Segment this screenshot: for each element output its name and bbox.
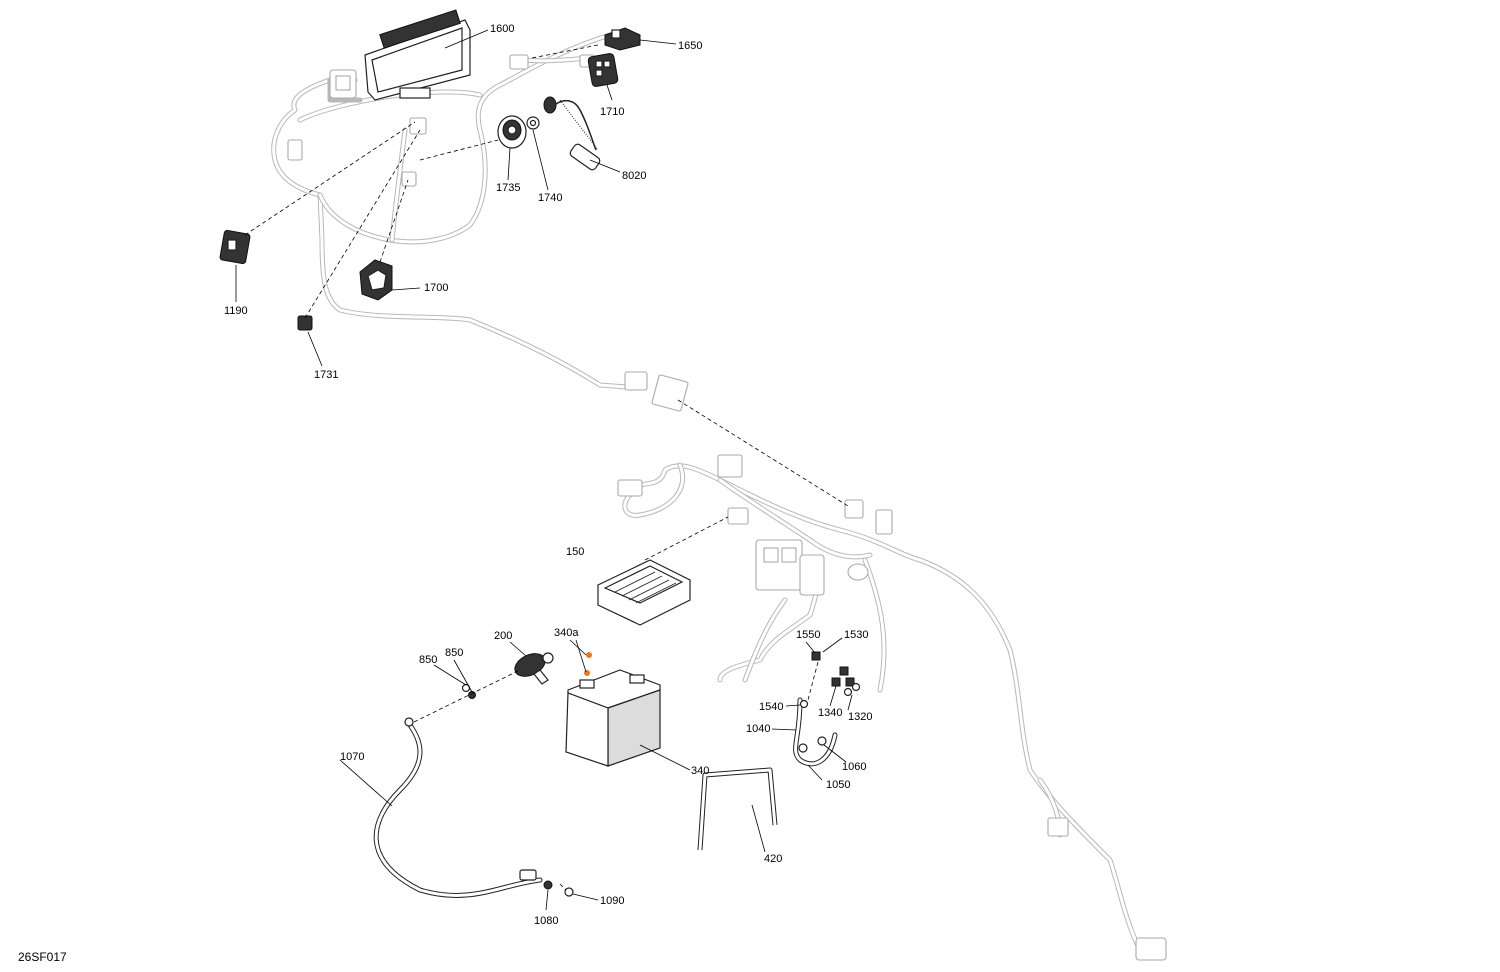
label-200: 200: [494, 630, 512, 642]
label-850-right: 850: [445, 647, 463, 659]
label-1735: 1735: [496, 182, 520, 194]
label-850-left: 850: [419, 654, 437, 666]
label-1070: 1070: [340, 751, 364, 763]
label-1650: 1650: [678, 40, 702, 52]
label-340: 340: [691, 765, 709, 777]
part-1700-switch[interactable]: [359, 259, 393, 301]
harness-connectors-upper: [287, 54, 689, 412]
part-420-battery-strap[interactable]: [697, 767, 778, 851]
label-1540: 1540: [759, 701, 783, 713]
label-1050: 1050: [826, 779, 850, 791]
label-1731: 1731: [314, 369, 338, 381]
part-1600-gauge-cluster[interactable]: [364, 9, 471, 101]
part-1735-dess-post[interactable]: [497, 115, 527, 149]
part-1530-bolt[interactable]: [839, 666, 849, 676]
part-1320-nuts[interactable]: [843, 682, 861, 697]
label-1320: 1320: [848, 711, 872, 723]
dashed-assembly-lines: [244, 44, 849, 891]
part-1710-switch[interactable]: [587, 53, 619, 87]
label-1740: 1740: [538, 192, 562, 204]
upper-wiring-harness: [271, 32, 643, 391]
part-1550-bolt[interactable]: [811, 651, 821, 661]
label-8020: 8020: [622, 170, 646, 182]
label-1530: 1530: [844, 629, 868, 641]
part-850-nuts[interactable]: [461, 683, 476, 699]
leader-lines: [235, 29, 853, 911]
callout-labels: 1600 1650 1710 1735 1740 8020 1190 1700 …: [18, 23, 872, 964]
part-1740-nut[interactable]: [526, 116, 540, 130]
label-1080: 1080: [534, 915, 558, 927]
part-1650-connector[interactable]: [604, 27, 641, 51]
label-1550: 1550: [796, 629, 820, 641]
label-1060: 1060: [842, 761, 866, 773]
label-1600: 1600: [490, 23, 514, 35]
label-1340: 1340: [818, 707, 842, 719]
part-1070-cable[interactable]: [373, 717, 543, 898]
part-200-solenoid[interactable]: [511, 649, 554, 685]
label-420: 420: [764, 853, 782, 865]
label-1190: 1190: [224, 305, 248, 317]
part-1540-washer[interactable]: [799, 699, 809, 709]
label-1700: 1700: [424, 282, 448, 294]
part-1090-washer[interactable]: [564, 887, 574, 897]
part-1050-ground-cable[interactable]: [793, 697, 838, 767]
label-340a: 340a: [554, 627, 579, 639]
label-150: 150: [566, 546, 584, 558]
label-1710: 1710: [600, 106, 624, 118]
part-340a-bolts[interactable]: [584, 652, 592, 676]
part-1731-plug[interactable]: [297, 315, 313, 331]
part-1080-nut[interactable]: [543, 880, 553, 890]
diagram-reference-code: 26SF017: [18, 950, 67, 964]
part-8020-tether-cord[interactable]: [543, 96, 601, 171]
part-1190-connector[interactable]: [219, 229, 251, 265]
lower-wiring-harness: [617, 462, 1143, 953]
harness-connectors-lower: [617, 454, 1167, 961]
label-1090: 1090: [600, 895, 624, 907]
part-150-voltage-regulator[interactable]: [597, 559, 691, 626]
part-1340-fasteners[interactable]: [831, 677, 855, 687]
part-340-battery[interactable]: [565, 669, 661, 767]
part-1060-washer[interactable]: [817, 736, 827, 746]
label-1040: 1040: [746, 723, 770, 735]
